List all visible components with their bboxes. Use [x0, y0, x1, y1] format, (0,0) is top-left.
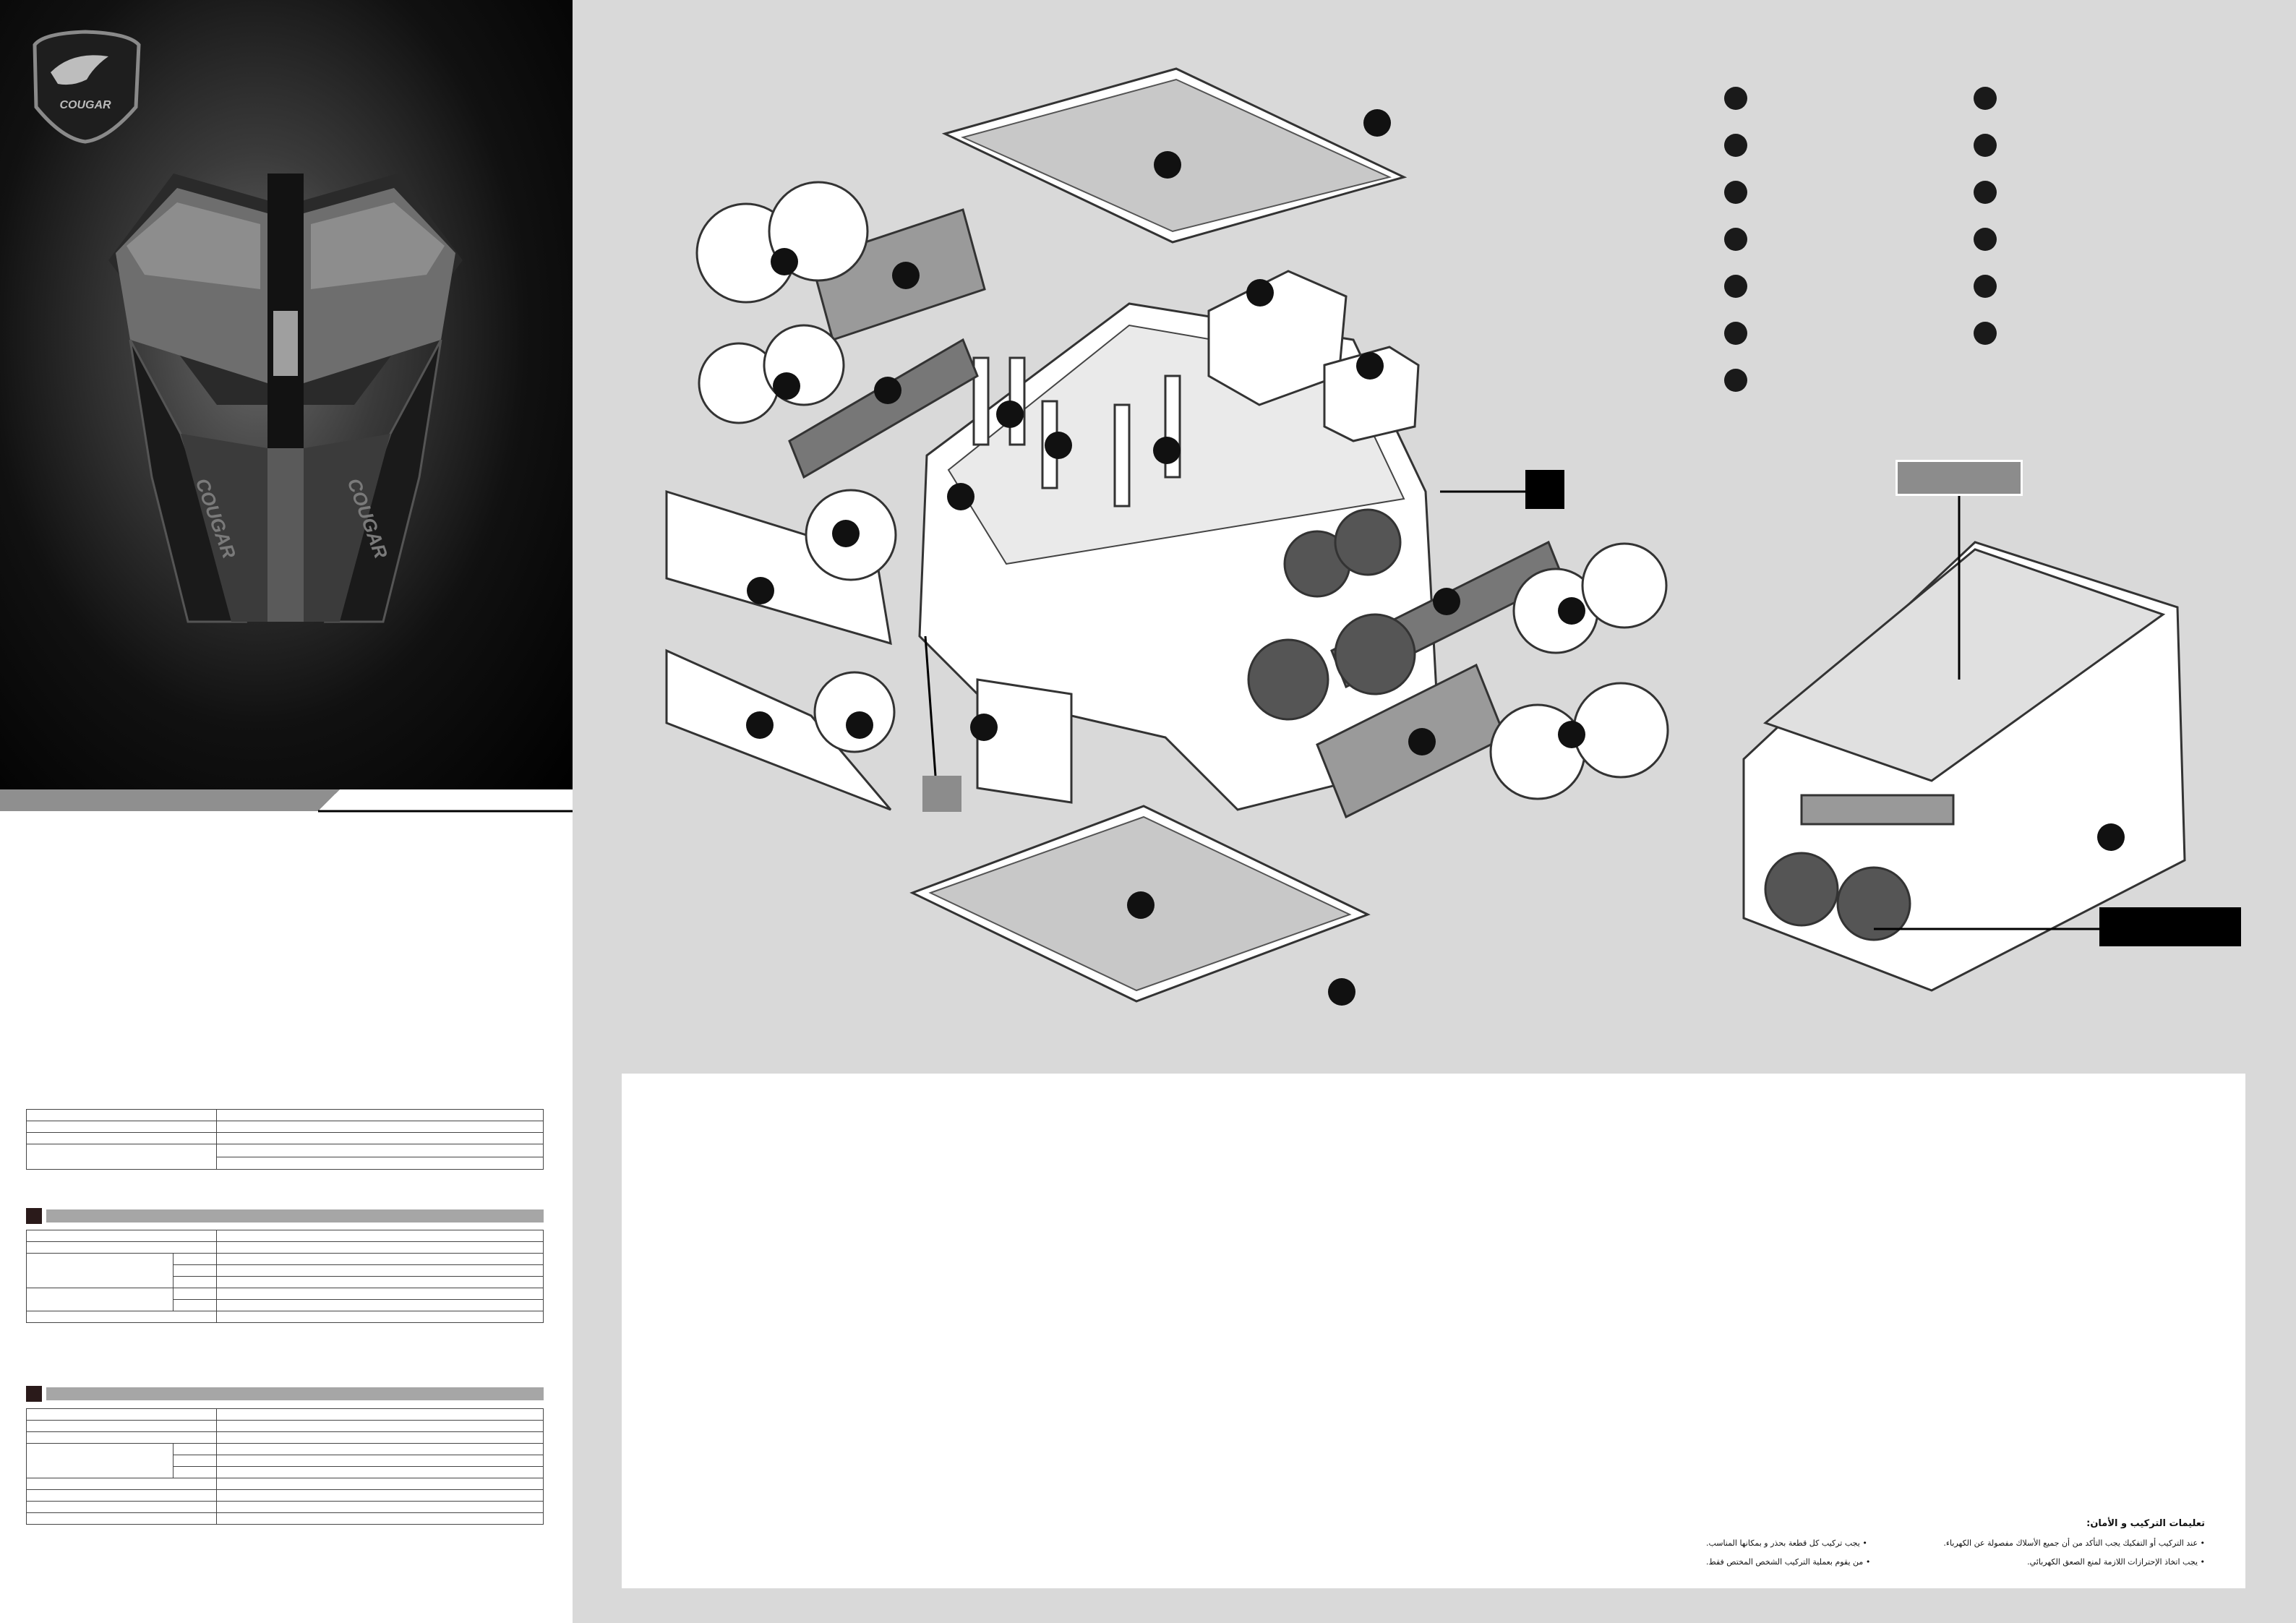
safety-line-1a: • عند التركيب أو التفكيك يجب التأكد من أ… [1943, 1538, 2205, 1548]
instructions-box [622, 1074, 2245, 1588]
safety-instructions: تعليمات التركيب و الأمان: • عند التركيب … [1706, 1518, 2205, 1576]
legend-marker [1724, 228, 1747, 251]
legend-marker [1974, 134, 1997, 157]
product-hero-image: COUGAR COUGAR COUGAR [0, 0, 573, 794]
cougar-logo-icon: COUGAR [33, 30, 141, 144]
case-silhouette: COUGAR COUGAR [108, 174, 463, 623]
legend-marker [1974, 87, 1997, 110]
safety-title: تعليمات التركيب و الأمان: [2086, 1518, 2205, 1529]
exploded-view-drawing [665, 67, 2186, 1006]
legend-marker [1724, 87, 1747, 110]
callout-label-black [2099, 907, 2241, 946]
left-side-panel-rear [665, 648, 892, 811]
safety-line-1b: • يجب تركيب كل قطعة بحذر و بمكانها المنا… [1706, 1538, 1867, 1548]
legend-marker [1724, 134, 1747, 157]
legend-marker [1724, 275, 1747, 298]
dust-filter-left [788, 338, 979, 479]
spec-table-1 [26, 1109, 544, 1170]
safety-line-2b: • من يقوم بعملية التركيب الشخص المختص فق… [1706, 1557, 1871, 1567]
legend-marker [1724, 369, 1747, 392]
left-panel: COUGAR COUGAR COUGAR [0, 0, 573, 1623]
callout-label-box [1525, 470, 1564, 509]
legend-marker [1724, 322, 1747, 345]
safety-line-2a: • يجب اتخاذ الإحترازات اللازمة لمنع الصع… [2027, 1557, 2205, 1567]
parts-legend [1724, 87, 2028, 398]
spec-table-2 [25, 1230, 544, 1323]
callout-label-gray [1896, 460, 2023, 496]
header-stripe [0, 789, 573, 813]
legend-marker [1974, 181, 1997, 204]
part-markers [746, 109, 1585, 1006]
section-header-2 [26, 1386, 544, 1402]
legend-marker [1974, 228, 1997, 251]
legend-marker [1974, 275, 1997, 298]
section-header-1 [26, 1208, 544, 1224]
callout-gray-box [922, 776, 961, 812]
exploded-view-diagram [573, 0, 2296, 1063]
legend-marker [1974, 322, 1997, 345]
spec-table-3 [25, 1408, 544, 1525]
assembled-case-view [1742, 541, 2186, 992]
case-photo: COUGAR COUGAR COUGAR [33, 30, 463, 623]
legend-marker [1724, 181, 1747, 204]
logo-text: COUGAR [59, 99, 111, 111]
